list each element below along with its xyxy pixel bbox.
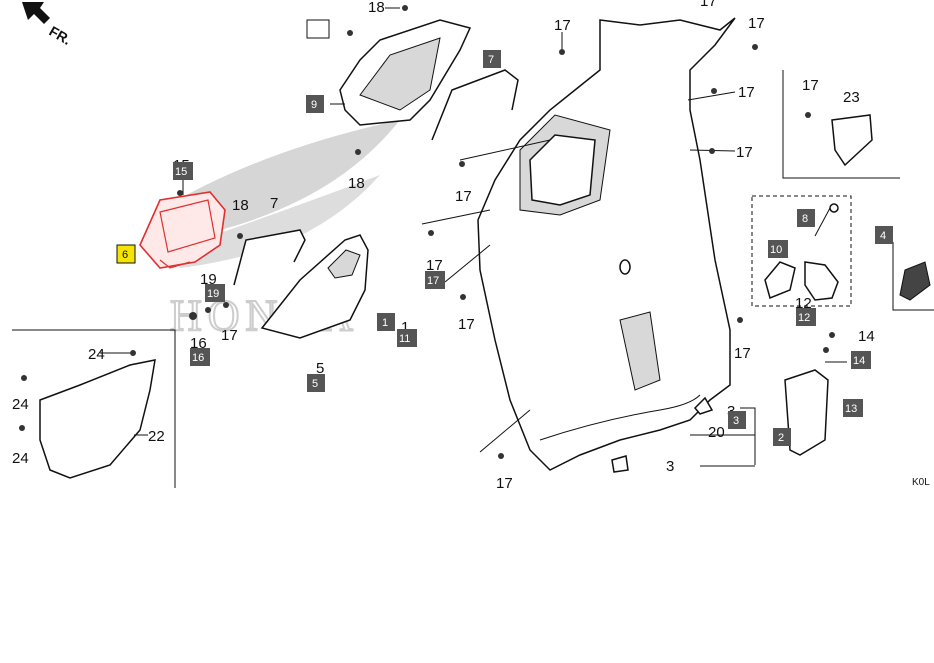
label-22: 22 bbox=[148, 428, 165, 445]
leader-lines bbox=[100, 7, 847, 467]
label-17: 17 bbox=[221, 327, 238, 344]
box-9[interactable]: 9 bbox=[306, 95, 324, 113]
box-19[interactable]: 19 bbox=[205, 284, 225, 302]
label-17: 17 bbox=[554, 17, 571, 34]
label-17: 17 bbox=[738, 84, 755, 101]
highlighted-part-bracket bbox=[139, 191, 226, 269]
label-17: 17 bbox=[802, 77, 819, 94]
box-16[interactable]: 16 bbox=[190, 348, 210, 366]
label-12: 12 bbox=[795, 295, 812, 312]
label-5: 5 bbox=[316, 360, 324, 377]
label-18: 18 bbox=[368, 0, 385, 16]
front-direction-label: FR. bbox=[47, 23, 75, 48]
box-12[interactable]: 12 bbox=[796, 308, 816, 326]
part-lid bbox=[784, 369, 829, 456]
box-4[interactable]: 4 bbox=[875, 226, 893, 244]
part-clip bbox=[611, 396, 714, 473]
label-18: 18 bbox=[232, 197, 249, 214]
part-rod-lower bbox=[233, 229, 306, 286]
box-2[interactable]: 2 bbox=[773, 428, 791, 446]
svg-text:12: 12 bbox=[798, 312, 810, 324]
box-14[interactable]: 14 bbox=[851, 351, 871, 369]
part-inner-cover bbox=[477, 17, 736, 471]
label-18: 18 bbox=[348, 175, 365, 192]
label-17: 17 bbox=[455, 188, 472, 205]
label-14: 14 bbox=[858, 328, 875, 345]
part-side-cover bbox=[260, 234, 369, 339]
svg-text:9: 9 bbox=[311, 99, 317, 111]
label-7: 7 bbox=[270, 195, 278, 212]
bolt-icons bbox=[19, 5, 835, 459]
part-23-bracket bbox=[831, 114, 873, 167]
box-11[interactable]: 11 bbox=[397, 329, 417, 347]
label-24: 24 bbox=[12, 396, 29, 413]
svg-text:15: 15 bbox=[175, 166, 187, 178]
svg-text:11: 11 bbox=[399, 333, 410, 345]
svg-text:3: 3 bbox=[733, 415, 739, 427]
diagram-code: K0L bbox=[912, 477, 930, 488]
box-13[interactable]: 13 bbox=[843, 399, 863, 417]
part-storage-tray bbox=[330, 19, 472, 126]
label-24: 24 bbox=[12, 450, 29, 467]
box-10[interactable]: 10 bbox=[768, 240, 788, 258]
label-23: 23 bbox=[843, 89, 860, 106]
part-rod-upper bbox=[431, 69, 519, 141]
part-lock-assembly bbox=[764, 203, 931, 301]
label-20: 20 bbox=[708, 424, 725, 441]
box-1[interactable]: 1 bbox=[377, 313, 395, 331]
svg-text:8: 8 bbox=[802, 213, 808, 225]
label-17: 17 bbox=[426, 257, 443, 274]
svg-text:14: 14 bbox=[853, 355, 865, 367]
label-17: 17 bbox=[734, 345, 751, 362]
label-19: 19 bbox=[200, 271, 217, 288]
svg-text:1: 1 bbox=[382, 317, 388, 329]
label-17: 17 bbox=[458, 316, 475, 333]
svg-text:4: 4 bbox=[880, 230, 886, 242]
svg-text:16: 16 bbox=[192, 352, 204, 364]
svg-text:2: 2 bbox=[778, 432, 784, 444]
label-17: 17 bbox=[748, 15, 765, 32]
front-direction-arrow-icon: FR. bbox=[22, 2, 74, 48]
svg-text:6: 6 bbox=[122, 249, 128, 261]
box-6-highlighted[interactable]: 6 bbox=[116, 244, 136, 264]
label-24: 24 bbox=[88, 346, 105, 363]
box-5[interactable]: 5 bbox=[307, 374, 325, 392]
label-16: 16 bbox=[190, 335, 207, 352]
svg-text:19: 19 bbox=[207, 288, 219, 300]
label-17: 17 bbox=[736, 144, 753, 161]
box-7[interactable]: 7 bbox=[483, 50, 501, 68]
blank-reference-box bbox=[306, 19, 330, 39]
label-17: 17 bbox=[496, 475, 513, 492]
svg-text:17: 17 bbox=[427, 275, 439, 287]
label-3: 3 bbox=[666, 458, 674, 475]
svg-text:7: 7 bbox=[488, 54, 494, 66]
box-17[interactable]: 17 bbox=[425, 271, 445, 289]
box-15[interactable]: 15 bbox=[173, 162, 193, 180]
part-front-panel bbox=[39, 359, 156, 479]
svg-text:10: 10 bbox=[770, 244, 782, 256]
box-8[interactable]: 8 bbox=[797, 209, 815, 227]
label-1: 1 bbox=[401, 319, 409, 336]
box-3[interactable]: 3 bbox=[728, 411, 746, 429]
svg-text:5: 5 bbox=[312, 378, 318, 390]
svg-text:13: 13 bbox=[845, 403, 857, 415]
label-17: 17 bbox=[700, 0, 717, 10]
group-outlines bbox=[12, 70, 934, 488]
